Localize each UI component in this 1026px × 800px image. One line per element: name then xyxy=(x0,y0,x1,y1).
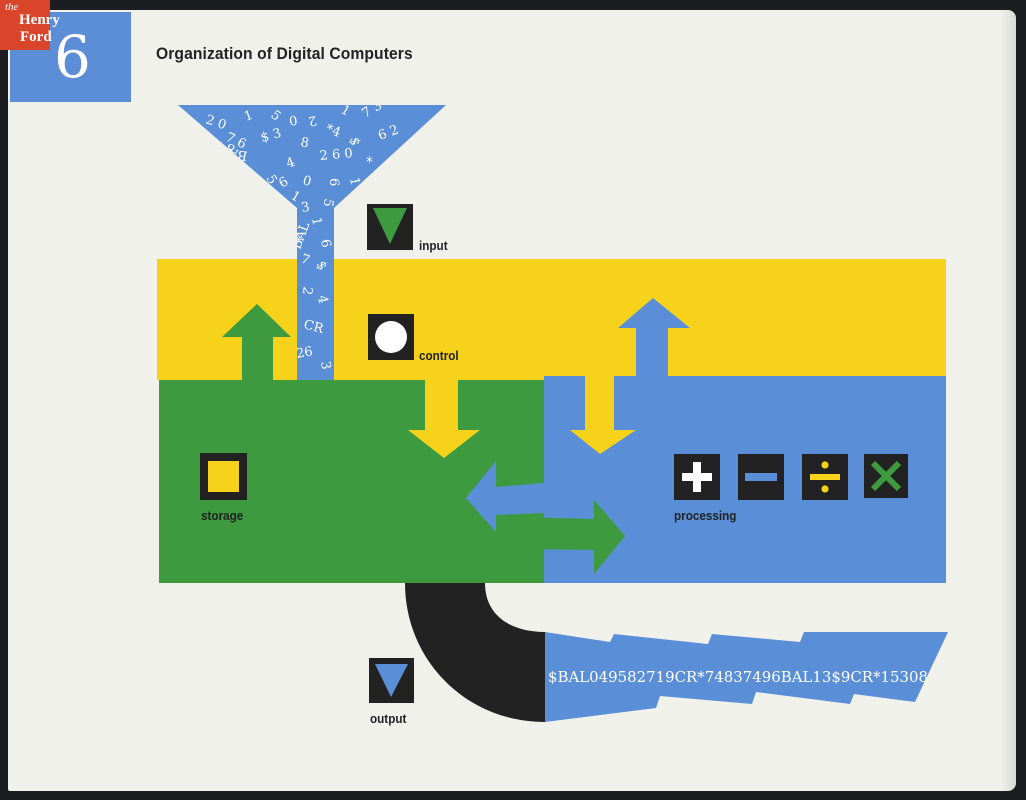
funnel-char: CR xyxy=(302,317,326,337)
input-triangle-icon xyxy=(367,204,413,250)
output-triangle-icon xyxy=(369,658,414,703)
page-edge-shadow xyxy=(1000,10,1016,791)
funnel-char: 2 xyxy=(299,285,315,296)
processing-label: processing xyxy=(674,508,737,523)
processing-stem-connector xyxy=(614,376,636,410)
funnel-char: 1 xyxy=(346,176,362,187)
funnel-char: 2 6 0 xyxy=(319,146,353,164)
funnel-char: 8 xyxy=(299,135,310,151)
storage-label: storage xyxy=(201,508,244,523)
funnel-char: 0 xyxy=(301,173,313,190)
funnel-char: 26 xyxy=(295,344,314,362)
logo-text-henry: Henry xyxy=(19,12,60,28)
funnel-char: 3 xyxy=(317,360,333,371)
processing-right-arrow xyxy=(518,500,625,574)
output-label: output xyxy=(370,711,407,726)
logo-text-ford: Ford xyxy=(20,29,52,45)
funnel-char: 6 xyxy=(326,178,341,186)
funnel-char: 4 xyxy=(314,294,330,305)
funnel-char: 3 xyxy=(300,200,311,216)
funnel-char: 6 xyxy=(317,238,333,249)
divide-icon xyxy=(802,454,848,500)
processing-up-arrow xyxy=(618,298,690,378)
output-tape xyxy=(545,632,948,722)
funnel-char: *4 xyxy=(324,122,343,141)
output-pipe xyxy=(405,583,545,722)
funnel-char: 1 xyxy=(308,216,324,227)
page-title: Organization of Digital Computers xyxy=(156,44,413,63)
control-circle-icon xyxy=(368,314,414,360)
multiply-icon xyxy=(864,454,908,498)
logo-text-the: the xyxy=(5,1,19,13)
control-down-arrow xyxy=(408,380,480,458)
henry-ford-logo: the Henry Ford xyxy=(0,0,60,50)
funnel-char: 5 xyxy=(320,197,336,208)
funnel-char: 2 xyxy=(307,112,318,128)
funnel-char: $ 3 xyxy=(259,126,283,146)
input-label: input xyxy=(419,238,448,253)
control-label: control xyxy=(419,348,459,363)
processing-left-stem xyxy=(570,376,636,454)
output-tape-text: $BAL049582719CR*74837496BAL13$9CR*15308 xyxy=(548,668,928,686)
funnel-char: 2 0 xyxy=(204,113,228,134)
chapter-number: 6 xyxy=(54,23,91,91)
minus-icon xyxy=(738,454,784,500)
funnel-char: 0 xyxy=(288,114,299,130)
control-band xyxy=(157,259,946,380)
funnel-char: 6 2 xyxy=(376,123,401,144)
storage-left-arrow xyxy=(466,461,544,532)
plus-icon xyxy=(674,454,720,500)
funnel-char: $ xyxy=(346,136,362,147)
input-funnel xyxy=(178,105,446,380)
storage-square-icon xyxy=(200,453,247,500)
storage-up-arrow xyxy=(222,304,291,380)
